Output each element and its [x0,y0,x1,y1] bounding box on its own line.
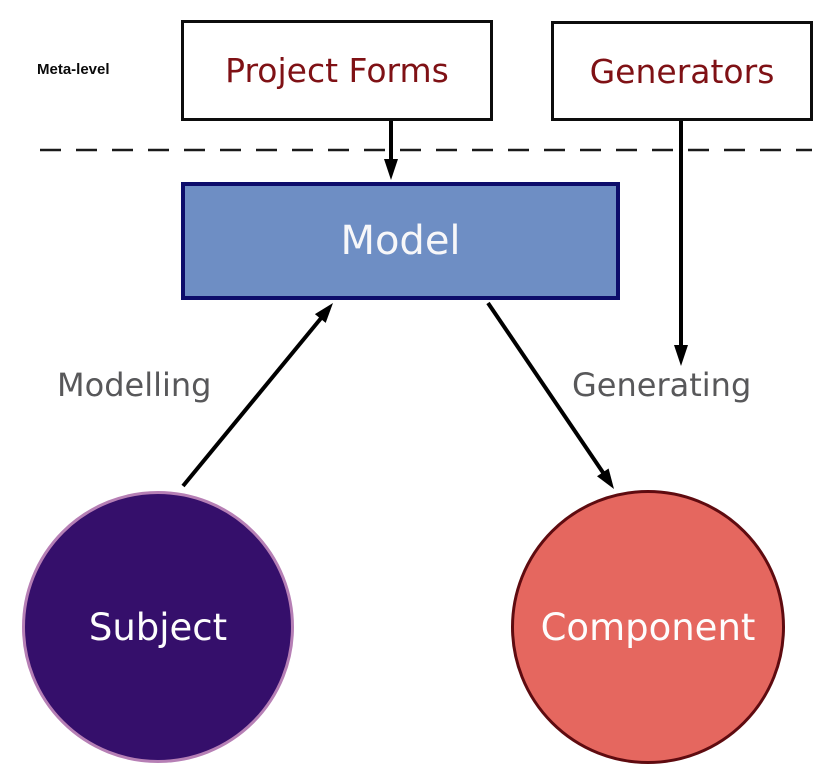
node-model: Model [181,182,620,300]
node-generators: Generators [551,21,813,121]
subject-to-model-arrow-line [181,315,324,488]
project-forms-label: Project Forms [225,51,449,90]
subject-label: Subject [88,605,228,649]
component-label: Component [540,605,756,649]
meta-level-label: Meta-level [37,61,110,78]
subject-to-model-arrowhead-icon [314,303,333,323]
node-component: Component [511,490,785,764]
generating-edge-label: Generating [572,366,752,404]
model-to-component-arrowhead-icon [597,468,614,489]
node-project-forms: Project Forms [181,20,493,121]
generators-down-arrowhead-icon [674,345,688,366]
project-forms-to-model-arrowhead-icon [384,159,398,180]
modelling-edge-label: Modelling [57,366,212,404]
model-label: Model [340,218,461,264]
generators-label: Generators [589,51,775,91]
model-to-component-arrow-line [486,301,606,476]
node-subject: Subject [22,491,294,763]
